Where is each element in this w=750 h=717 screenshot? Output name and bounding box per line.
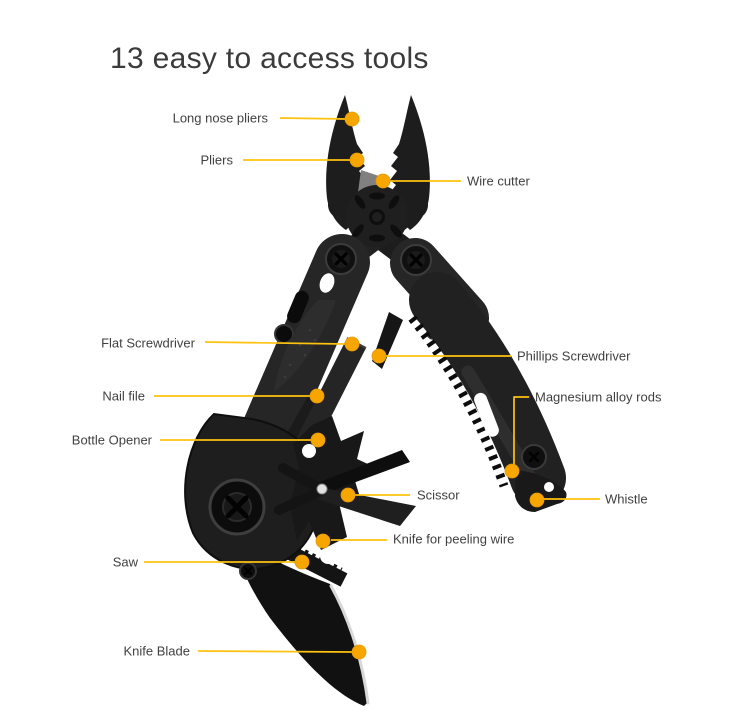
label-bottle-opener: Bottle Opener bbox=[71, 432, 152, 448]
multitool-body bbox=[184, 95, 567, 706]
label-flat-screwdriver: Flat Screwdriver bbox=[101, 335, 195, 351]
leader-whistle bbox=[529, 492, 600, 508]
magnesium-rod bbox=[461, 365, 537, 485]
leader-scissor bbox=[340, 487, 410, 503]
leader-knife-blade bbox=[197, 644, 367, 660]
label-wire-cutter: Wire cutter bbox=[467, 173, 530, 189]
leader-saw bbox=[144, 554, 310, 570]
screw-main-pivot bbox=[208, 478, 266, 536]
leader-pliers bbox=[243, 152, 365, 168]
leader-lines bbox=[144, 111, 600, 660]
screw-small bbox=[239, 562, 257, 580]
page-title: 13 easy to access tools bbox=[110, 42, 429, 75]
screw-left bbox=[325, 243, 357, 275]
label-nail-file: Nail file bbox=[102, 388, 145, 404]
whistle-tip bbox=[515, 470, 567, 512]
label-pliers: Pliers bbox=[200, 152, 233, 168]
label-knife-for-peeling-wire: Knife for peeling wire bbox=[393, 531, 515, 547]
label-saw: Saw bbox=[112, 554, 138, 570]
knife-blade-shape bbox=[232, 536, 368, 706]
leader-bottle-opener bbox=[160, 432, 326, 448]
leader-wire-cutter bbox=[375, 173, 461, 189]
label-magnesium-alloy-rods: Magnesium alloy rods bbox=[535, 389, 662, 405]
screw-grip bbox=[521, 444, 547, 470]
leader-flat-screwdriver bbox=[204, 336, 360, 352]
leader-knife-for-peeling-wire bbox=[315, 533, 387, 549]
label-knife-blade: Knife Blade bbox=[123, 643, 191, 659]
label-phillips-screwdriver: Phillips Screwdriver bbox=[517, 348, 631, 364]
label-long-nose-pliers: Long nose pliers bbox=[172, 110, 268, 126]
leader-magnesium-alloy-rods bbox=[504, 396, 529, 479]
label-scissor: Scissor bbox=[417, 487, 460, 503]
label-whistle: Whistle bbox=[605, 491, 648, 507]
screw-right bbox=[400, 244, 432, 276]
leader-long-nose-pliers bbox=[279, 111, 360, 127]
leader-phillips-screwdriver bbox=[371, 348, 511, 364]
knife-edge-highlight bbox=[329, 584, 370, 705]
leader-nail-file bbox=[154, 388, 325, 404]
